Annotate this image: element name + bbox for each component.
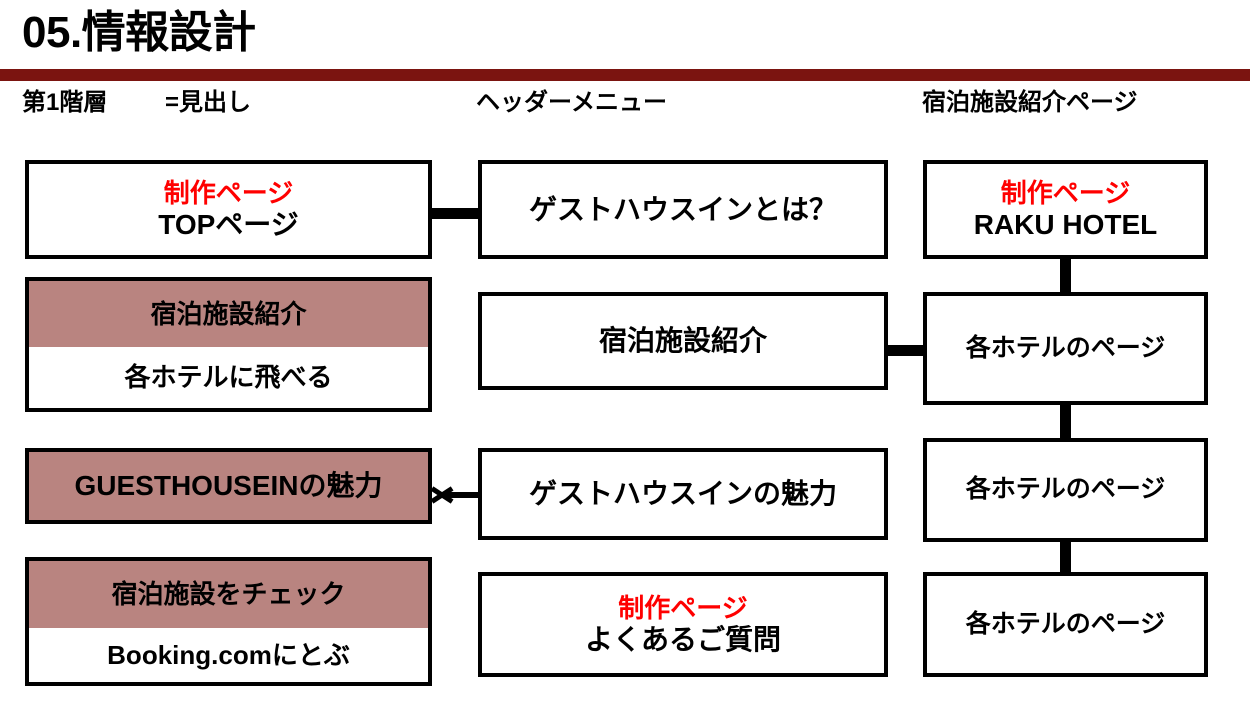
node-tag: 制作ページ [618, 592, 748, 623]
node-col3-hotel-page-2[interactable]: 各ホテルのページ [923, 438, 1208, 542]
node-content: 宿泊施設紹介 [482, 296, 884, 386]
node-col3-hotel-page-1[interactable]: 各ホテルのページ [923, 292, 1208, 405]
arrow-shaft [442, 492, 480, 498]
node-content: ゲストハウスインとは？ [482, 164, 884, 255]
node-label: ゲストハウスインとは？ [528, 193, 837, 225]
node-label: RAKU HOTEL [973, 209, 1158, 241]
node-col1-lodging-intro[interactable]: 宿泊施設紹介 各ホテルに飛べる [25, 277, 432, 412]
node-band: 宿泊施設紹介 [29, 281, 428, 347]
column-caption-header-menu: ヘッダーメニュー [476, 89, 668, 116]
node-band-label: 宿泊施設紹介 [150, 298, 307, 329]
node-content: ゲストハウスインの魅力 [482, 452, 884, 536]
node-content: 制作ページ よくあるご質問 [482, 576, 884, 673]
node-col2-what-is-guesthousein[interactable]: ゲストハウスインとは？ [478, 160, 888, 259]
node-label: Booking.comにとぶ [107, 639, 350, 670]
connector-col3-row1-to-row2 [1060, 257, 1071, 294]
node-label: 各ホテルのページ [965, 475, 1166, 504]
node-label: 宿泊施設紹介 [598, 325, 767, 357]
node-band-label: GUESTHOUSEINの魅力 [74, 470, 383, 502]
connector-col3-row3-to-row4 [1060, 540, 1071, 574]
node-label: 各ホテルのページ [965, 333, 1166, 362]
connector-col3-row2-to-row3 [1060, 403, 1071, 440]
node-content: 各ホテルのページ [927, 296, 1204, 401]
node-label: ゲストハウスインの魅力 [528, 478, 837, 510]
node-col2-guesthousein-appeal[interactable]: ゲストハウスインの魅力 [478, 448, 888, 540]
node-col2-faq[interactable]: 制作ページ よくあるご質問 [478, 572, 888, 677]
node-band: GUESTHOUSEINの魅力 [29, 452, 428, 520]
column-caption-lodging-pages: 宿泊施設紹介ページ [922, 89, 1138, 116]
node-col1-guesthousein-appeal[interactable]: GUESTHOUSEINの魅力 [25, 448, 432, 524]
node-col3-raku-hotel[interactable]: 制作ページ RAKU HOTEL [923, 160, 1208, 259]
node-label: 各ホテルに飛べる [124, 362, 333, 393]
node-content: 制作ページ RAKU HOTEL [927, 164, 1204, 255]
column-caption-hierarchy: 第1階層 [22, 89, 108, 116]
node-band: 宿泊施設をチェック [29, 561, 428, 628]
node-tag: 制作ページ [1000, 177, 1131, 208]
node-content: 制作ページ TOPページ [29, 164, 428, 255]
node-col1-check-lodging[interactable]: 宿泊施設をチェック Booking.comにとぶ [25, 557, 432, 686]
connector-col2-to-col3-row2 [886, 345, 925, 356]
node-col2-lodging-intro[interactable]: 宿泊施設紹介 [478, 292, 888, 390]
page-title: 05.情報設計 [22, 8, 256, 57]
node-content: 各ホテルのページ [927, 442, 1204, 538]
node-label: 各ホテルのページ [965, 609, 1166, 638]
connector-col1-to-col2-row1 [430, 208, 480, 219]
node-body: Booking.comにとぶ [29, 628, 428, 682]
node-label: よくあるご質問 [584, 624, 781, 656]
node-body: 各ホテルに飛べる [29, 347, 428, 408]
node-tag: 制作ページ [163, 177, 294, 208]
arrow-left-icon [430, 480, 480, 510]
node-band-label: 宿泊施設をチェック [111, 579, 346, 610]
title-divider-rule [0, 69, 1250, 81]
node-label: TOPページ [158, 209, 299, 241]
node-col3-hotel-page-3[interactable]: 各ホテルのページ [923, 572, 1208, 677]
column-caption-heading-note: =見出し [165, 89, 252, 116]
node-content: 各ホテルのページ [927, 576, 1204, 673]
node-col1-top-page[interactable]: 制作ページ TOPページ [25, 160, 432, 259]
